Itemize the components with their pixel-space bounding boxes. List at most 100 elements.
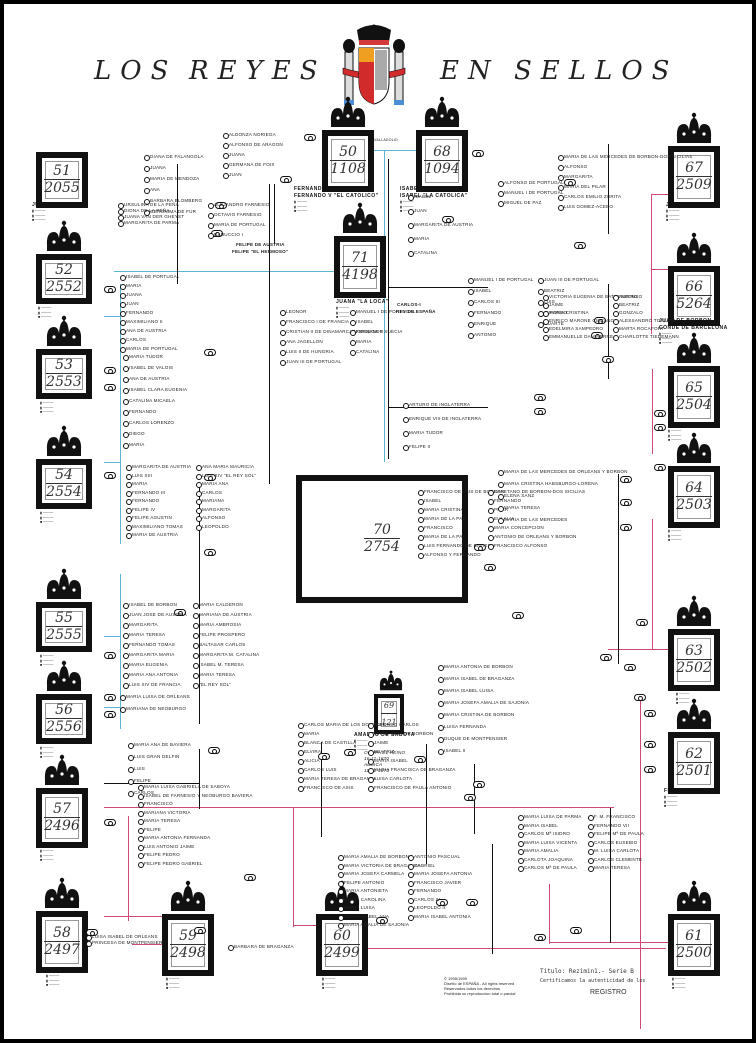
person-label[interactable]: ENRIQUE VIII DE INGLATERRA — [409, 416, 482, 421]
person-label[interactable]: M. LUISA CARLOTA — [594, 848, 640, 853]
person-label[interactable]: MARIA TERESA DE BRAGANZA — [304, 776, 377, 781]
person-label[interactable]: ALESSANDRO TORLONIA — [619, 318, 679, 323]
person-label[interactable]: ALFONSO DE PORTUGAL — [504, 180, 564, 185]
person-label[interactable]: MARGARITA — [564, 174, 593, 179]
person-label[interactable]: MARIA LUISA — [344, 905, 376, 910]
person-label[interactable]: MARIA CRISTINA — [424, 507, 464, 512]
person-label[interactable]: MARIA ISABEL — [374, 758, 409, 763]
person-label[interactable]: MAXIMILIANO II — [126, 319, 163, 324]
person-label[interactable]: LUIS GRAN DELFIN — [134, 754, 180, 759]
person-label[interactable]: ISABEL DE BORBON — [129, 602, 177, 607]
person-label[interactable]: BEATRIZ — [544, 288, 565, 293]
person-label[interactable]: URSULINA DE LA PEÑA — [124, 202, 179, 207]
person-label[interactable]: MARIA ISABEL ANA — [344, 913, 390, 919]
person-label[interactable]: JUANA VAN DER GHEYST — [124, 214, 185, 219]
person-label[interactable]: MARIA TUDOR — [409, 430, 444, 435]
person-label[interactable]: MARIA LUISA DE PARMA — [524, 814, 582, 819]
person-label[interactable]: FRANCISCO — [144, 801, 173, 806]
person-label[interactable]: DIANA DE FALANGOLA — [150, 154, 204, 159]
person-label[interactable]: MARIA JOSEFA CARMELA — [344, 871, 405, 876]
person-label[interactable]: MARIA DEL PILAR — [564, 184, 606, 189]
person-label[interactable]: FERNANDO VII — [594, 822, 630, 828]
person-label[interactable]: MARIA ISABEL DE BRAGANZA — [444, 676, 515, 681]
person-label[interactable]: MARGARITA DE AUSTRIA — [414, 222, 474, 227]
person-label[interactable]: MARGARITA DE BORBON — [374, 731, 434, 736]
person-label[interactable]: MARIA DE LA PAZ — [424, 534, 466, 539]
person-label[interactable]: FERNANDO — [129, 409, 157, 414]
person-label[interactable]: ELENA SANZ — [504, 493, 535, 498]
person-label[interactable]: DUQUE DE MONTPENSIER — [444, 736, 508, 741]
person-label[interactable]: DIONA DE LA PEÑA — [124, 208, 170, 213]
person-label[interactable]: ANA — [150, 187, 161, 192]
person-label[interactable]: MANUEL I DE PORTUGAL — [356, 309, 416, 314]
person-label[interactable]: ALFONSO — [202, 515, 226, 520]
person-label[interactable]: FELIPE PEDRO GABRIEL — [144, 860, 203, 866]
person-label[interactable]: CARLOS LUIS — [304, 767, 337, 772]
person-label[interactable]: MARIA ANTONIA DE BORBON — [444, 664, 513, 669]
person-label[interactable]: GERMANA DE FOIX — [229, 162, 275, 167]
person-label[interactable]: ALFONSO DE ARAGON — [229, 142, 283, 147]
person-label[interactable]: ANA MARIA MAURICIA — [202, 464, 255, 469]
person-label[interactable]: PRINCESA DE MONTPENSIER — [92, 940, 163, 945]
person-label[interactable]: MARIA AMBROSIA — [199, 622, 242, 627]
person-label[interactable]: MARIA CONCEPCION — [494, 525, 544, 530]
person-label[interactable]: MARIA DE PORTUGAL — [214, 222, 266, 227]
person-label[interactable]: MARIA AMALIA — [524, 848, 559, 853]
person-label[interactable]: MARGARITA M. CATALINA — [199, 652, 260, 657]
person-label[interactable]: FERNANDO — [494, 498, 522, 503]
person-label[interactable]: ISABEL DE PORTUGAL — [126, 274, 180, 279]
person-label[interactable]: JUANA — [229, 152, 246, 157]
person-label[interactable]: FELIPE — [144, 826, 162, 832]
person-label[interactable]: ALFONSO Y FERNANDO — [424, 552, 481, 557]
person-label[interactable]: LUIS GOMEZ-ACEBO — [564, 204, 614, 209]
person-label[interactable]: MARIA DE LAS MERCEDES — [504, 517, 568, 522]
person-label[interactable]: FELIPE II — [409, 444, 431, 449]
person-label[interactable]: MARIA ANTONIETA — [344, 888, 389, 893]
person-label[interactable]: MARIANA — [202, 498, 225, 503]
person-label[interactable]: ALFONSO — [564, 164, 588, 169]
person-label[interactable]: MARIA VICTORIA DE BRAGANZA — [344, 862, 421, 868]
person-label[interactable]: CARLOS — [126, 337, 147, 342]
person-label[interactable]: DIEGO — [129, 431, 145, 436]
person-label[interactable]: LUIS — [544, 299, 556, 304]
person-label[interactable]: BARBARA DE BRAGANZA — [234, 944, 294, 949]
person-label[interactable]: F. M. FRANCISCO — [594, 814, 636, 819]
person-label[interactable]: LUIS II DE HUNGRIA — [286, 349, 334, 354]
person-label[interactable]: MARIA CRISTINA HABSBURGO-LORENA — [504, 481, 599, 486]
person-label[interactable]: FRANCISCO I DE FRANCIA — [286, 319, 350, 324]
person-label[interactable]: MARIA ISABEL LUISA — [444, 688, 494, 693]
person-label[interactable]: FERNANDO — [132, 498, 160, 503]
person-label[interactable]: MARGARITA DE PARMA — [124, 220, 180, 225]
person-label[interactable]: MAXIMILIANO TOMAS — [132, 523, 183, 529]
person-label[interactable]: CHARLOTTE TIEDEMANN — [619, 334, 679, 339]
person-label[interactable]: MARTA ROCAFORT — [619, 326, 665, 331]
person-label[interactable]: GERONIMA DE FUR — [150, 209, 197, 214]
person-label[interactable]: EMMANUELLE DAMPIERRE — [549, 334, 614, 339]
person-label[interactable]: LUISA CARLOTA — [374, 776, 413, 781]
person-label[interactable]: FERNANDO — [414, 888, 442, 893]
person-label[interactable]: LUIS XIV DE FRANCIA — [129, 682, 181, 687]
person-label[interactable]: FRANCISCO JAVIER — [414, 879, 462, 885]
person-label[interactable]: CARLOS MARIA DE LOS DOLORES — [304, 722, 386, 727]
person-label[interactable]: MARIA AMALIA DE SAJONIA — [344, 922, 410, 927]
person-label[interactable]: VICTORIA EUGENIA DE BATTENBERG — [549, 294, 638, 299]
person-label[interactable]: BEATRIZ — [374, 749, 395, 754]
person-label[interactable]: MARIA ANA DE BAVIERA — [134, 742, 192, 747]
person-label[interactable]: MARIA JOSEFA ANTONIA — [414, 871, 473, 876]
person-label[interactable]: ALFONSO — [544, 310, 568, 315]
person-label[interactable]: ISABEL — [356, 319, 374, 324]
person-label[interactable]: LEOPOLDO — [202, 523, 229, 529]
person-label[interactable]: FRANCISCO DE ASIS DE BORBON — [424, 489, 505, 494]
person-label[interactable]: BEATRIZ — [619, 302, 640, 307]
person-label[interactable]: MARGARITA — [129, 622, 158, 627]
